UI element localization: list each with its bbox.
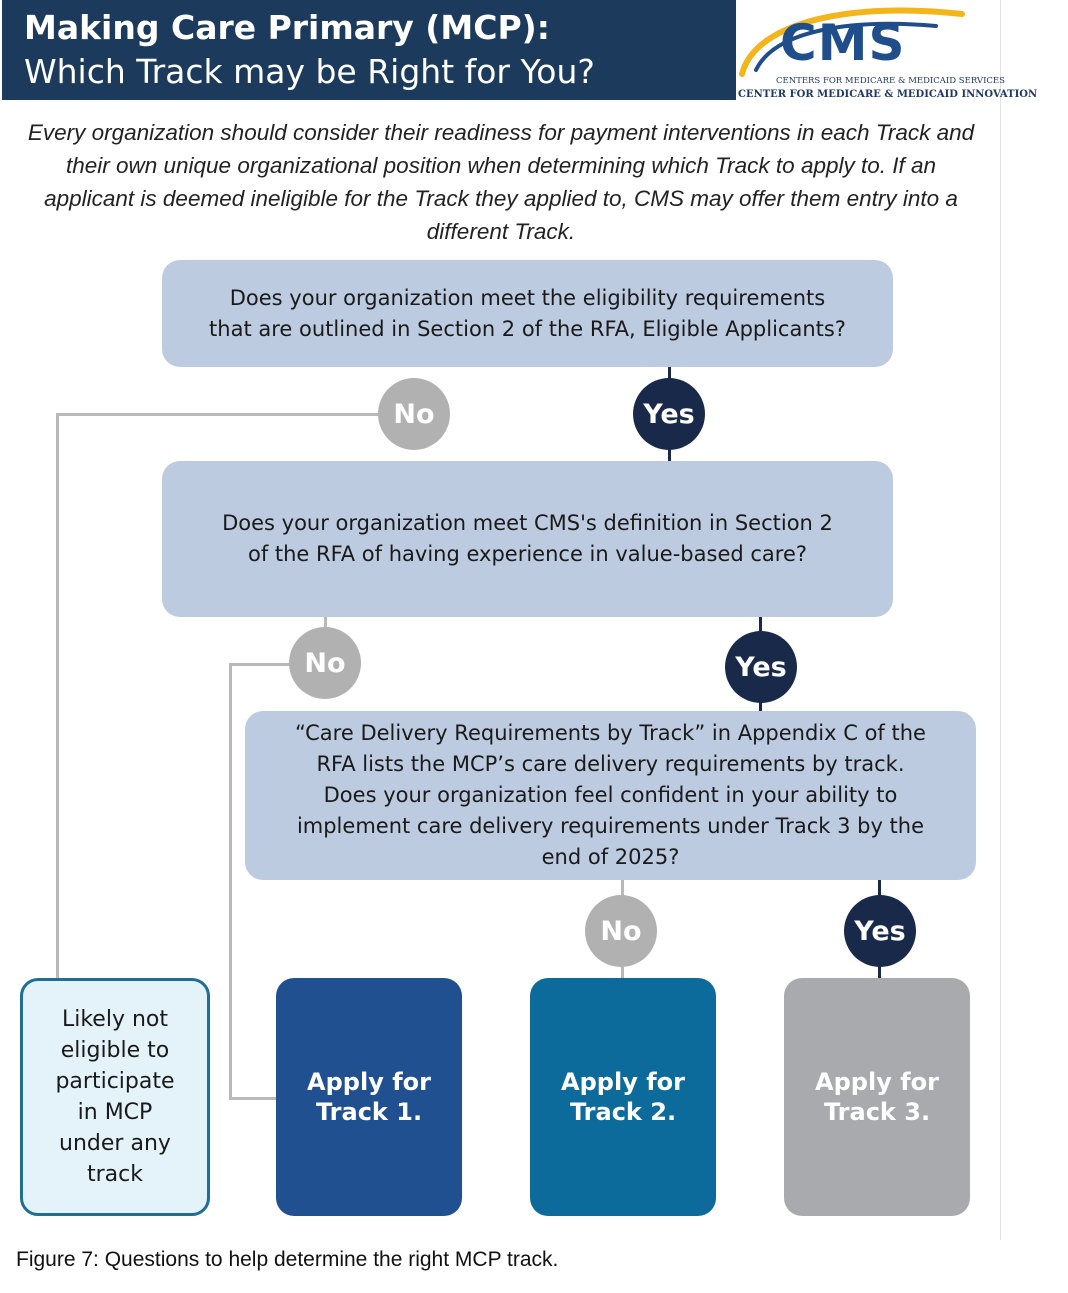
title-line-1: Making Care Primary (MCP): [24,8,550,47]
outcome-track-1: Apply for Track 1. [276,978,462,1216]
outcome-not-eligible-line: participate [55,1069,175,1094]
question-3-line-1: “Care Delivery Requirements by Track” in… [295,721,926,745]
logo-wordmark: CMS [780,14,906,72]
cms-swoosh-icon [739,7,965,77]
answer-no-circle: No [378,378,450,450]
answer-no-circle: No [585,895,657,967]
outcome-not-eligible-line: track [86,1162,143,1187]
title-banner: Making Care Primary (MCP): Which Track m… [2,0,736,100]
question-2-line-2: of the RFA of having experience in value… [247,542,808,566]
question-3-line-5: end of 2025? [541,845,680,869]
track-1-line-2: Track 1. [315,1098,423,1126]
track-1-line-1: Apply for [307,1068,431,1096]
question-1-line-1: Does your organization meet the eligibil… [229,285,826,310]
connector-no2-up [324,617,327,631]
outcome-not-eligible: Likely not eligible to participate in MC… [20,978,210,1216]
outcome-not-eligible-line: in MCP [77,1100,153,1125]
outcome-not-eligible-line: Likely not [61,1007,168,1032]
figure-caption: Figure 7: Questions to help determine th… [16,1248,559,1271]
track-2-line-1: Apply for [561,1068,685,1096]
answer-no-circle: No [289,627,361,699]
question-eligibility: Does your organization meet the eligibil… [162,260,893,367]
logo-subtitle-cms: CENTERS FOR MEDICARE & MEDICAID SERVICES [776,76,1005,86]
question-1-line-2: that are outlined in Section 2 of the RF… [209,316,846,341]
track-3-line-2: Track 3. [823,1098,931,1126]
answer-yes-circle: Yes [725,631,797,703]
infographic: Making Care Primary (MCP): Which Track m… [0,0,1037,1240]
connector-no2-to-track1-v [229,663,232,1100]
track-3-line-1: Apply for [815,1068,939,1096]
outcome-not-eligible-line: under any [59,1131,171,1156]
outcome-track-2: Apply for Track 2. [530,978,716,1216]
answer-yes-circle: Yes [633,378,705,450]
connector-to-track1-arrow [229,1097,277,1100]
question-2-line-1: Does your organization meet CMS's defini… [222,511,833,535]
question-3-line-3: Does your organization feel confident in… [323,783,898,807]
track-2-line-2: Track 2. [569,1098,677,1126]
cms-logo: CMS CENTERS FOR MEDICARE & MEDICAID SERV… [736,0,1037,102]
question-value-based-care: Does your organization meet CMS's defini… [162,461,893,617]
question-3-line-4: implement care delivery requirements und… [296,814,925,838]
question-track3-readiness: “Care Delivery Requirements by Track” in… [245,711,976,880]
outcome-track-3: Apply for Track 3. [784,978,970,1216]
connector-no2-to-track1-h [229,663,299,666]
question-3-line-2: RFA lists the MCP’s care delivery requir… [316,752,905,776]
logo-subtitle-cmmi: CENTER FOR MEDICARE & MEDICAID INNOVATIO… [738,89,1038,100]
answer-yes-circle: Yes [844,895,916,967]
title-line-2: Which Track may be Right for You? [24,52,595,91]
intro-paragraph: Every organization should consider their… [27,120,975,244]
connector-no1-to-ineligible-h [56,413,386,416]
connector-no1-to-ineligible-v [56,413,59,978]
outcome-not-eligible-line: eligible to [60,1038,170,1063]
